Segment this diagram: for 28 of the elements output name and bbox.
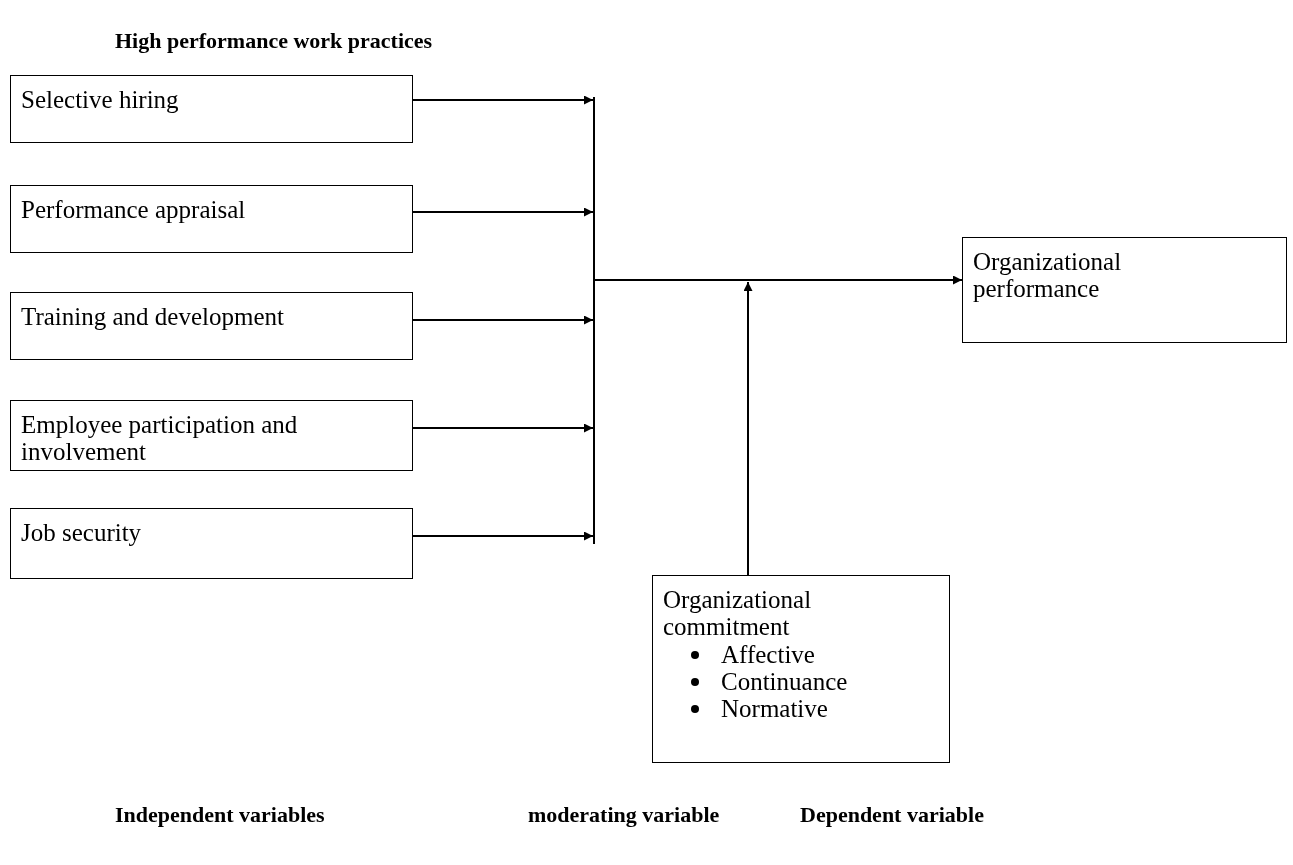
variable-box [962,237,1287,343]
node-label: Continuance [721,668,848,695]
node-label: Employee participation and involvement [21,411,299,465]
node-label: Job security [21,519,142,546]
variable-box [10,508,413,579]
variable-type-label: moderating variable [528,802,720,828]
arrow [412,315,594,325]
variable-box [10,75,413,143]
arrow [412,207,594,217]
variable-box [10,400,413,471]
node-label: Training and development [21,303,284,330]
diagram-title: High performance work practices [115,28,433,54]
variable-box [652,575,950,763]
node-label: Normative [721,695,828,722]
arrow [743,281,753,576]
arrow [412,95,594,105]
variable-type-label: Independent variables [115,802,325,828]
node-label: Selective hiring [21,86,179,113]
arrow [412,423,594,433]
variable-box [10,292,413,360]
arrow [594,275,963,285]
arrow [412,531,594,541]
node-label: Organizational commitment [663,586,813,640]
variable-box [10,185,413,253]
node-label: Organizational performance [973,248,1123,302]
node-label: Affective [721,641,815,668]
node-label: Performance appraisal [21,196,246,223]
variable-type-label: Dependent variable [800,802,984,828]
